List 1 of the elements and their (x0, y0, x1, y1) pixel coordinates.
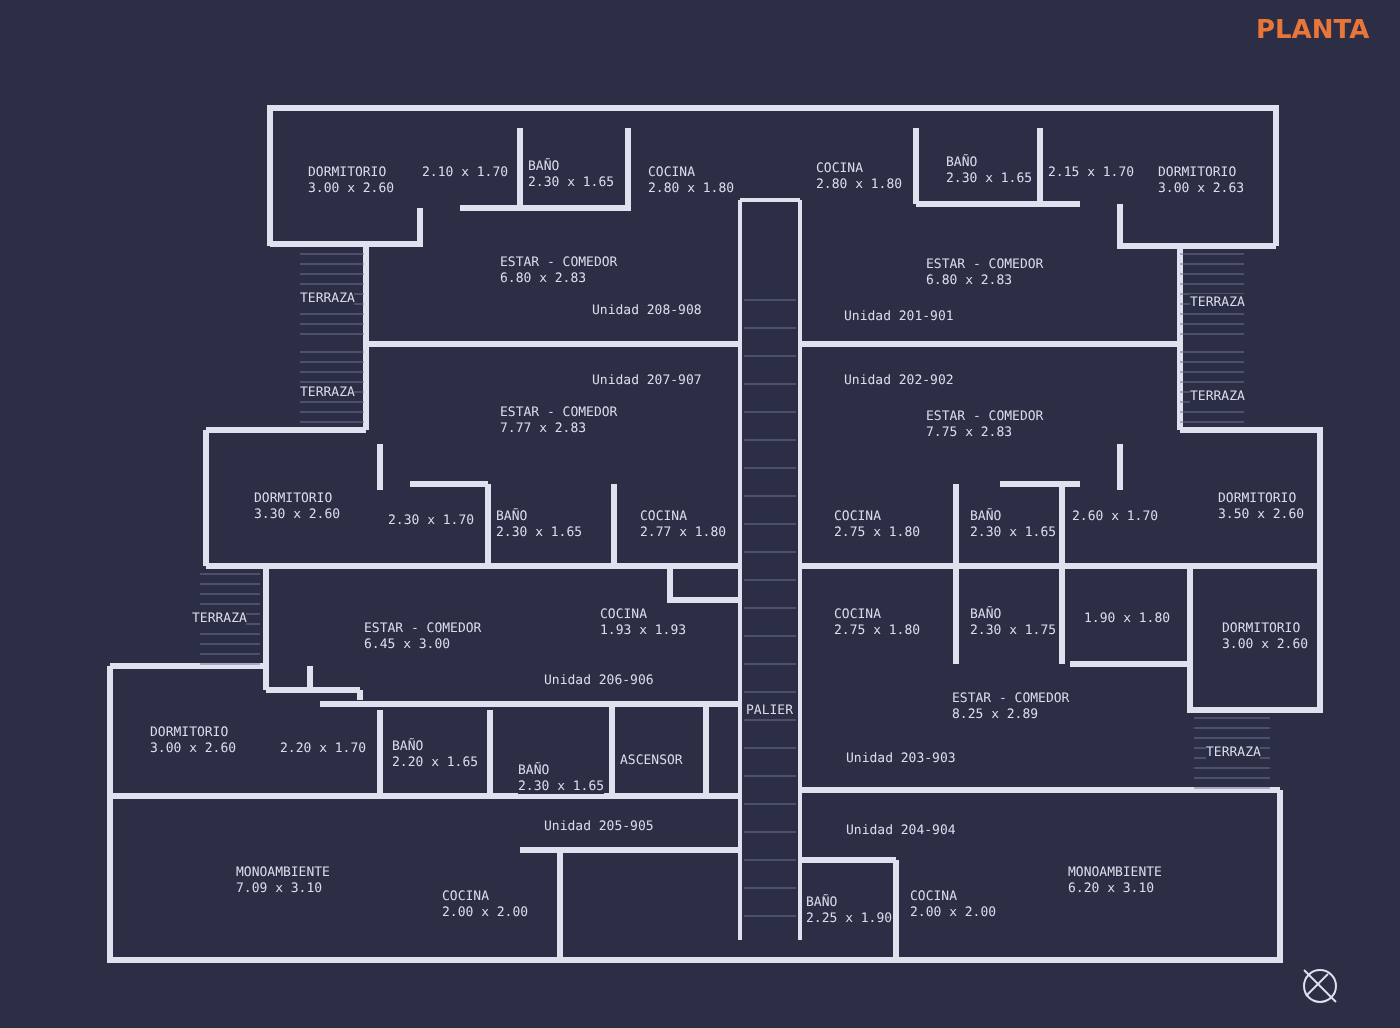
plan-title: PLANTA (1256, 16, 1370, 46)
